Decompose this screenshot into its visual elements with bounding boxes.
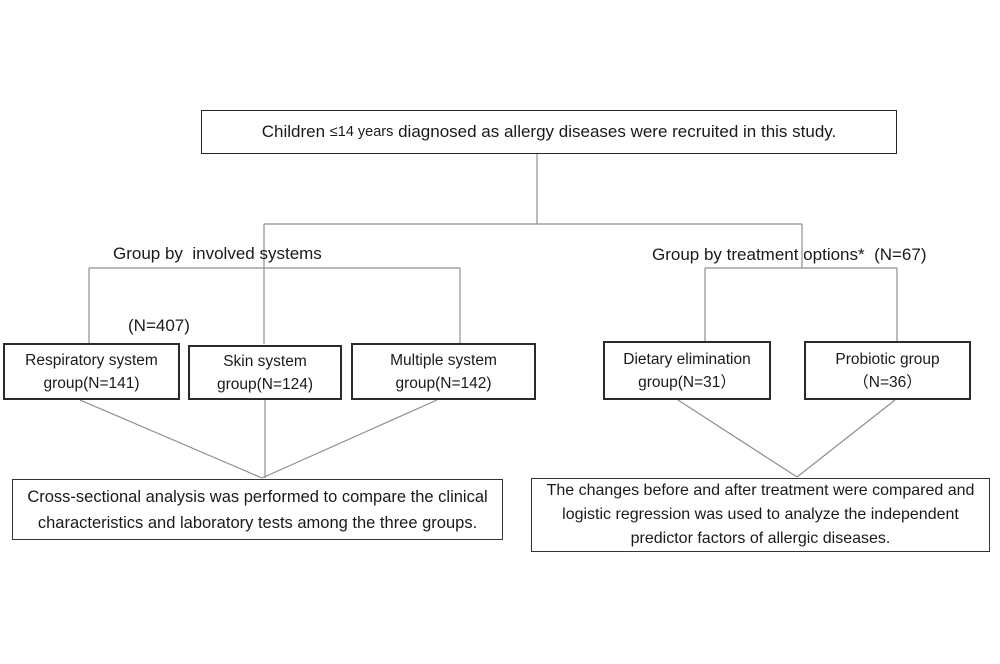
converge-left-diag-2	[261, 399, 438, 479]
skin-group-line1: Skin system	[223, 352, 307, 370]
cross-sectional-analysis-box: Cross-sectional analysis was performed t…	[12, 479, 503, 540]
respiratory-group-box: Respiratory system group(N=141)	[3, 343, 180, 400]
converge-left-diag-1	[79, 399, 263, 479]
left-branch-label-line1: Group by involved systems	[113, 244, 322, 263]
probiotic-group-line2: （N=36）	[853, 373, 922, 391]
right-branch-label-text: Group by treatment options* (N=67)	[652, 245, 927, 264]
left-branch-label: Group by involved systems (N=407)	[113, 194, 322, 386]
converge-right-diag-2	[796, 399, 896, 478]
respiratory-group-line2: group(N=141)	[43, 374, 140, 392]
recruitment-text-suffix: diagnosed as allergy diseases were recru…	[393, 122, 837, 141]
treatment-analysis-text: The changes before and after treatment w…	[546, 482, 975, 547]
multiple-group-line2: group(N=142)	[395, 374, 492, 392]
recruitment-text-prefix: Children	[261, 122, 330, 141]
right-branch-label: Group by treatment options* (N=67)	[652, 195, 927, 315]
probiotic-group-line1: Probiotic group	[835, 350, 940, 368]
recruitment-box: Children ≤14 years diagnosed as allergy …	[201, 110, 897, 154]
cross-sectional-analysis-text: Cross-sectional analysis was performed t…	[27, 487, 488, 532]
multiple-group-line1: Multiple system	[390, 351, 497, 369]
left-branch-label-count: (N=407)	[128, 316, 190, 335]
converge-right-diag-1	[677, 399, 798, 478]
skin-group-box: Skin system group(N=124)	[188, 345, 342, 400]
skin-group-line2: group(N=124)	[216, 375, 314, 393]
dietary-group-line1: Dietary elimination	[623, 350, 751, 368]
dietary-group-line2: group(N=31）	[638, 373, 736, 391]
probiotic-group-box: Probiotic group （N=36）	[804, 341, 971, 400]
multiple-group-box: Multiple system group(N=142)	[351, 343, 536, 400]
respiratory-group-line1: Respiratory system	[25, 351, 158, 369]
recruitment-text-age: ≤14 years	[329, 124, 394, 140]
treatment-analysis-box: The changes before and after treatment w…	[531, 478, 990, 552]
dietary-group-box: Dietary elimination group(N=31）	[603, 341, 771, 400]
